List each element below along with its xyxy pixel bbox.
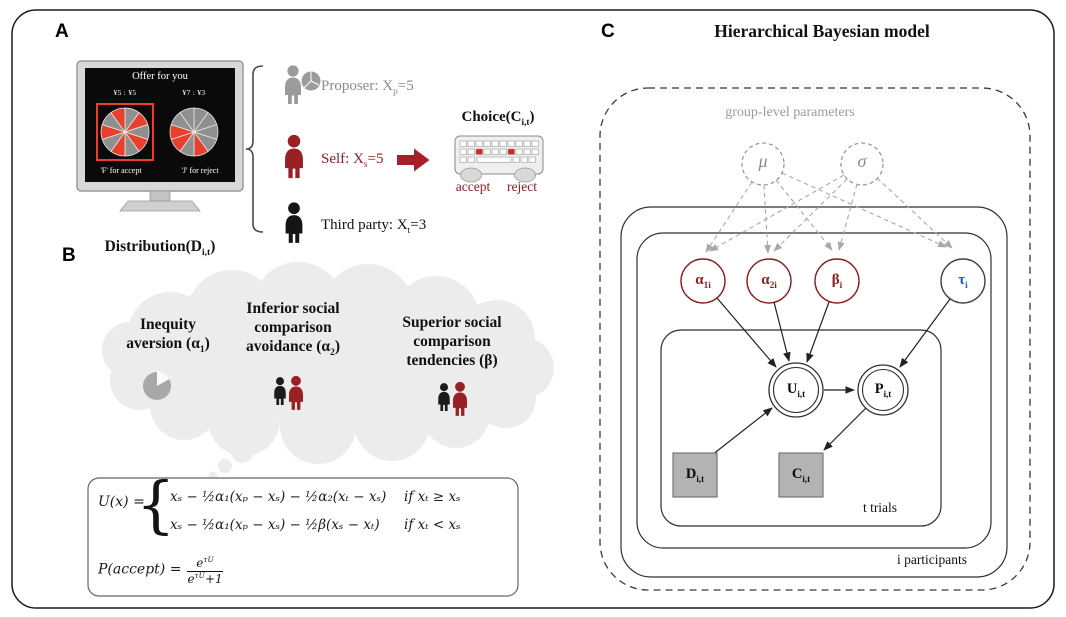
utility-case1: xₛ − ½α₁(xₚ − xₛ) − ½α₂(xₜ − xₛ): [170, 489, 387, 505]
proposer-label: Proposer: Xp=5: [321, 78, 414, 97]
panel-a-label: A: [55, 21, 69, 42]
reject-key-label: 'J' for reject: [181, 166, 219, 175]
right-hand-icon: [514, 167, 536, 183]
alpha1-label: α1i: [695, 272, 711, 291]
concept-inequity-aversion: Inequity aversion (α1): [126, 316, 210, 355]
model-arrows: [711, 297, 951, 456]
concept-superior-comparison: Superior social comparison tendencies (β…: [402, 314, 502, 369]
brace-bracket: [245, 65, 264, 233]
pie-chart-left: [100, 107, 150, 157]
mu-label: μ: [758, 151, 768, 171]
choice-arrow-icon: [397, 148, 430, 172]
trials-plate-label: t trials: [862, 500, 898, 515]
utility-case2-condition: if xₜ < xₛ: [404, 517, 461, 533]
group-level-label: group-level parameters: [725, 105, 855, 120]
panel-c-title: Hierarchical Bayesian model: [714, 21, 930, 41]
participants-plate: [620, 206, 1008, 578]
utility-node-inner: [772, 366, 820, 414]
proposer-icon: [285, 65, 301, 104]
offer-title: Offer for you: [132, 71, 188, 82]
keyboard-icon: [454, 135, 544, 183]
probability-label: Pi,t: [874, 381, 892, 399]
figure-border: [11, 9, 1055, 609]
pie-chart-right: [169, 107, 219, 157]
hbm-diagram: [599, 87, 1031, 591]
selection-box: [96, 103, 154, 161]
alpha2-label: α2i: [761, 272, 777, 291]
inner-plate: [636, 232, 992, 549]
formula-box: [87, 477, 519, 597]
utility-lhs: U(x) =: [98, 494, 145, 510]
piecewise-brace: {: [136, 468, 176, 541]
accept-label: accept: [455, 179, 491, 194]
j-key: [507, 148, 515, 155]
distribution-node-label: Di,t: [685, 466, 705, 484]
sigma-label: σ: [857, 151, 867, 171]
panel-c-label: C: [601, 21, 615, 42]
group-level-arrows: [705, 172, 953, 254]
tau-node: [940, 258, 986, 304]
pie-icon-inequity: [143, 371, 171, 400]
sigma-node: [840, 142, 884, 186]
utility-label: Ui,t: [786, 381, 806, 399]
right-ratio-label: ¥7 : ¥3: [182, 88, 206, 97]
mu-node: [741, 142, 785, 186]
self-icon: [285, 134, 303, 179]
trials-plate: [660, 329, 942, 527]
alpha1-node: [680, 258, 726, 304]
choice-node-label: Ci,t: [791, 466, 811, 484]
thought-cloud: [102, 262, 554, 481]
reject-label: reject: [507, 179, 537, 194]
model-boundary-dashed: [599, 87, 1031, 591]
proposer-pie-icon: [301, 71, 321, 91]
alpha2-node: [746, 258, 792, 304]
concept-inferior-comparison: Inferior social comparison avoidance (α2…: [246, 300, 340, 358]
beta-node: [814, 258, 860, 304]
f-key: [475, 148, 483, 155]
self-label: Self: Xs=5: [321, 151, 384, 170]
cloud-tail-bubble: [231, 441, 253, 463]
utility-case1-condition: if xₜ ≥ xₛ: [404, 489, 461, 505]
third-party-label: Third party: Xt=3: [321, 217, 427, 236]
monitor: [76, 60, 244, 212]
panel-b-label: B: [62, 245, 76, 266]
third-party-icon: [285, 202, 303, 243]
choice-node-square: [778, 452, 824, 498]
participants-plate-label: i participants: [896, 552, 968, 567]
utility-case2: xₛ − ½α₁(xₚ − xₛ) − ½β(xₛ − xₜ): [170, 517, 380, 533]
choice-label: Choice(Ci,t): [461, 109, 535, 128]
distribution-node-square: [672, 452, 718, 498]
tau-label: τi: [958, 272, 968, 291]
left-hand-icon: [460, 167, 482, 183]
distribution-label: Distribution(Di,t): [104, 238, 216, 259]
accept-key-label: 'F' for accept: [100, 166, 142, 175]
left-ratio-label: ¥5 : ¥5: [113, 88, 137, 97]
beta-label: βi: [831, 272, 843, 291]
probability-node-inner: [861, 368, 905, 412]
